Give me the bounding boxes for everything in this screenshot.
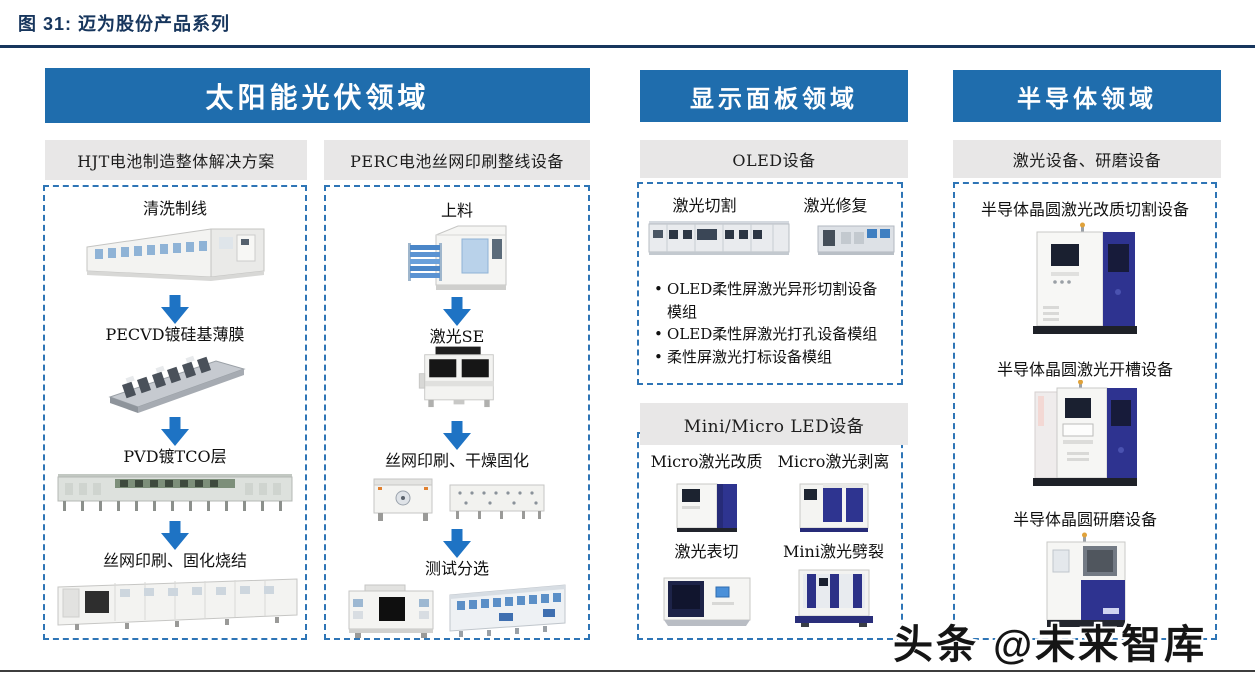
machine-image-oled-laser-cutting: [647, 216, 792, 260]
mini-micro-led-box: Micro激光改质 Micro激光剥离: [637, 432, 903, 640]
subheader-semi-laser-grind: 激光设备、研磨设备: [953, 140, 1221, 178]
semiconductor-equipment-box: 半导体晶圆激光改质切割设备 半导体晶圆激光开槽设备: [953, 182, 1217, 640]
semi-item-label-3: 半导体晶圆研磨设备: [1012, 510, 1157, 529]
machine-image-pecvd-carrier: [102, 343, 252, 413]
mm-label-micro-laser-liftoff: Micro激光剥离: [777, 452, 890, 471]
machine-image-micro-laser-liftoff: [797, 476, 871, 534]
down-arrow-icon: [443, 421, 471, 450]
subheader-hjt: HJT电池制造整体解决方案: [45, 140, 307, 180]
machine-image-mini-laser-split: [793, 566, 875, 628]
subheader-perc: PERC电池丝网印刷整线设备: [324, 140, 590, 180]
title-rule: [0, 45, 1255, 48]
oled-bullet-2: OLED柔性屏激光打孔设备模组: [653, 323, 885, 346]
oled-equipment-box: 激光切割 激光修复: [637, 182, 903, 385]
oled-bullet-list: OLED柔性屏激光异形切割设备模组 OLED柔性屏激光打孔设备模组 柔性屏激光打…: [653, 278, 885, 368]
semi-item-label-1: 半导体晶圆激光改质切割设备: [980, 200, 1189, 219]
perc-step-label-2: 激光SE: [429, 327, 485, 346]
down-arrow-icon: [161, 295, 189, 324]
down-arrow-icon: [443, 529, 471, 558]
machine-images-print-dry-cure: [326, 471, 588, 523]
down-arrow-icon: [161, 417, 189, 446]
machine-image-screen-print-sinter-line: [55, 571, 300, 633]
hjt-step-label-3: PVD镀TCO层: [123, 447, 227, 466]
subheader-oled: OLED设备: [640, 140, 908, 178]
machine-image-cleaning-texturing-line: [83, 219, 268, 291]
oled-bullet-1: OLED柔性屏激光异形切割设备模组: [653, 278, 885, 323]
hjt-step-label-2: PECVD镀硅基薄膜: [105, 325, 245, 344]
oled-bullet-3: 柔性屏激光打标设备模组: [653, 346, 885, 369]
machine-images-test-sort: [326, 577, 588, 639]
header-display-panel: 显示面板领域: [640, 70, 908, 122]
oled-machine-label-laser-cut: 激光切割: [672, 196, 737, 215]
watermark-toutiao-weilai-zhiku: 头条 @未来智库: [893, 623, 1208, 667]
hjt-step-label-4: 丝网印刷、固化烧结: [102, 551, 247, 570]
subheader-mini-micro-led: Mini/Micro LED设备: [640, 403, 908, 445]
semi-item-label-2: 半导体晶圆激光开槽设备: [996, 360, 1173, 379]
machine-image-micro-laser-modify: [674, 478, 740, 534]
oled-machine-label-laser-repair: 激光修复: [803, 196, 868, 215]
header-solar-pv: 太阳能光伏领域: [45, 68, 590, 123]
machine-image-oled-laser-repair: [815, 218, 897, 260]
perc-step-label-1: 上料: [440, 201, 473, 220]
mm-label-laser-surface-cut: 激光表切: [674, 542, 739, 561]
hjt-step-label-1: 清洗制线: [142, 199, 207, 218]
figure-title: 图 31: 迈为股份产品系列: [18, 14, 231, 34]
machine-image-pvd-tco-line: [55, 465, 295, 517]
machine-image-loader: [406, 221, 511, 293]
perc-flow-box: 上料 激光SE: [324, 185, 590, 640]
down-arrow-icon: [443, 297, 471, 326]
header-semiconductor: 半导体领域: [953, 70, 1221, 122]
machine-image-wafer-laser-modify-dice: [1029, 222, 1141, 336]
machine-image-laser-se: [413, 343, 505, 417]
bottom-rule: [0, 670, 1255, 672]
machine-image-wafer-grinding: [1041, 532, 1131, 630]
perc-step-label-4: 测试分选: [424, 559, 489, 578]
mm-label-micro-laser-modify: Micro激光改质: [650, 452, 763, 471]
down-arrow-icon: [161, 521, 189, 550]
hjt-flow-box: 清洗制线 PECVD镀硅基薄膜: [43, 185, 307, 640]
mm-label-mini-laser-split: Mini激光劈裂: [783, 542, 884, 561]
perc-step-label-3: 丝网印刷、干燥固化: [384, 451, 529, 470]
machine-image-wafer-laser-groove: [1029, 380, 1141, 488]
machine-image-laser-surface-cut: [662, 570, 752, 628]
